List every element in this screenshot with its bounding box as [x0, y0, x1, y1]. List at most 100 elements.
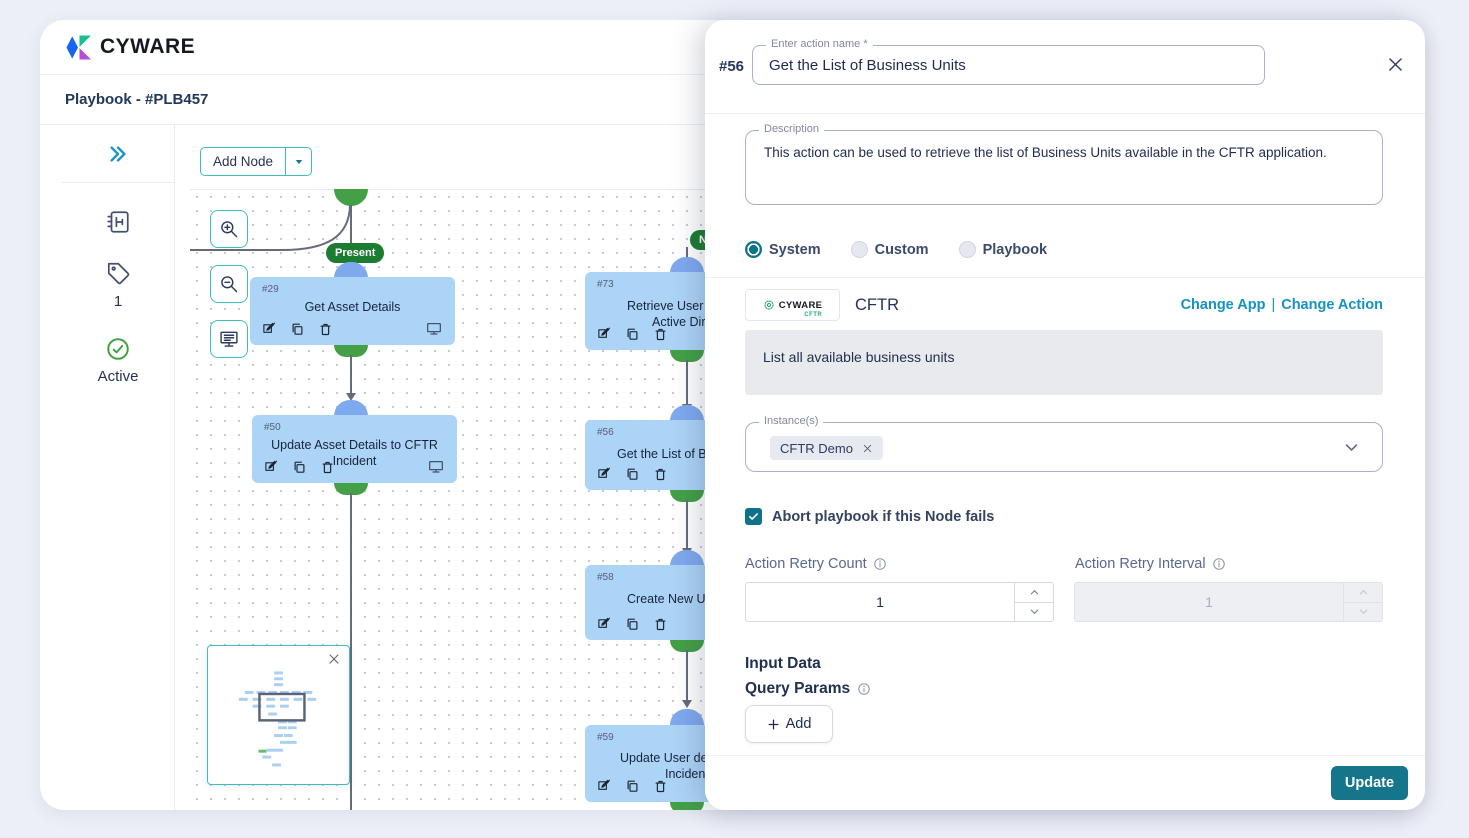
node73-input-port[interactable]: [670, 257, 704, 273]
edge-line: [686, 500, 688, 548]
copy-icon[interactable]: [292, 460, 307, 475]
instances-field[interactable]: Instance(s) CFTR Demo: [745, 415, 1383, 472]
action-type-radio-group: System Custom Playbook: [745, 241, 1047, 258]
node59-output-port[interactable]: [670, 802, 704, 810]
copy-icon[interactable]: [290, 322, 305, 337]
chevron-down-icon[interactable]: [1343, 439, 1360, 456]
rail-collapse-button[interactable]: [62, 125, 174, 183]
node-id: #56: [597, 427, 614, 438]
chip-remove-icon[interactable]: [862, 443, 873, 454]
retry-interval-input: 1: [1074, 582, 1383, 622]
edit-icon[interactable]: [597, 327, 612, 342]
retry-count-input[interactable]: 1: [745, 582, 1054, 622]
node58-output-port[interactable]: [670, 640, 704, 652]
edit-icon[interactable]: [264, 460, 279, 475]
plus-icon: [767, 718, 780, 731]
delete-icon[interactable]: [318, 322, 333, 337]
delete-icon[interactable]: [653, 617, 668, 632]
add-node-label: Add Node: [213, 154, 274, 169]
stepper-up-icon: [1344, 583, 1382, 602]
edge-line: [686, 650, 688, 700]
node-50[interactable]: #50 Update Asset Details to CFTR Inciden…: [252, 415, 457, 483]
delete-icon[interactable]: [653, 467, 668, 482]
delete-icon[interactable]: [653, 327, 668, 342]
node-title: Update User deta: [620, 751, 718, 765]
delete-icon[interactable]: [320, 460, 335, 475]
node29-output-port[interactable]: [334, 345, 368, 357]
panel-node-id: #56: [719, 58, 745, 75]
copy-icon[interactable]: [625, 467, 640, 482]
edge-line: [350, 205, 352, 277]
minimap[interactable]: [207, 645, 350, 785]
copy-icon[interactable]: [625, 779, 640, 794]
change-app-link[interactable]: Change App: [1180, 297, 1266, 313]
instances-label: Instance(s): [759, 415, 824, 427]
rail-item-playbook-nodes[interactable]: [105, 209, 131, 235]
action-details-panel: #56 Enter action name * Get the List of …: [705, 20, 1425, 810]
stepper-up-icon[interactable]: [1015, 583, 1053, 602]
node50-input-port[interactable]: [334, 400, 368, 416]
stepper-down-icon[interactable]: [1015, 601, 1053, 622]
delete-icon[interactable]: [653, 779, 668, 794]
node29-input-port[interactable]: [334, 262, 368, 278]
node-29[interactable]: #29 Get Asset Details: [250, 277, 455, 345]
execution-log-button[interactable]: [210, 320, 248, 358]
change-action-link[interactable]: Change Action: [1281, 297, 1383, 313]
node-id: #58: [597, 572, 614, 583]
zoom-in-button[interactable]: [210, 210, 248, 248]
description-value: This action can be used to retrieve the …: [764, 145, 1327, 160]
abort-checkbox[interactable]: [745, 508, 762, 525]
add-query-param-button[interactable]: Add: [745, 705, 833, 743]
copy-icon[interactable]: [625, 327, 640, 342]
panel-close-icon[interactable]: [1386, 55, 1405, 74]
copy-icon[interactable]: [625, 617, 640, 632]
action-name-field[interactable]: Enter action name * Get the List of Busi…: [752, 38, 1265, 85]
rail-item-labels[interactable]: 1: [105, 261, 131, 310]
radio-playbook[interactable]: Playbook: [958, 241, 1047, 258]
app-name: CFTR: [855, 296, 899, 314]
node56-output-port[interactable]: [670, 490, 704, 502]
update-button[interactable]: Update: [1331, 766, 1408, 800]
info-icon[interactable]: [1212, 557, 1226, 571]
info-icon[interactable]: [873, 557, 887, 571]
edit-icon[interactable]: [597, 779, 612, 794]
description-field[interactable]: Description This action can be used to r…: [745, 123, 1383, 205]
edit-icon[interactable]: [262, 322, 277, 337]
edit-icon[interactable]: [597, 617, 612, 632]
edge-line: [350, 355, 352, 393]
source-port-top[interactable]: [334, 189, 368, 206]
minimap-close-icon[interactable]: [327, 652, 341, 666]
retry-count-value: 1: [876, 594, 884, 610]
node56-input-port[interactable]: [670, 405, 704, 421]
page-title: Playbook - #PLB457: [65, 91, 209, 108]
action-name-label: Enter action name *: [766, 38, 873, 50]
divider: [705, 113, 1425, 114]
instance-chip[interactable]: CFTR Demo: [770, 436, 883, 460]
input-data-title: Input Data: [745, 655, 821, 672]
node59-input-port[interactable]: [670, 709, 704, 725]
rail-item-status[interactable]: Active: [98, 336, 138, 385]
add-node-button[interactable]: Add Node: [200, 147, 313, 176]
node50-output-port[interactable]: [334, 483, 368, 495]
monitor-icon[interactable]: [425, 321, 443, 337]
retry-count-stepper: [1014, 583, 1053, 621]
zoom-out-button[interactable]: [210, 265, 248, 303]
radio-system[interactable]: System: [745, 241, 821, 258]
radio-custom[interactable]: Custom: [850, 241, 929, 258]
radio-system-label: System: [769, 241, 821, 258]
action-summary-text: List all available business units: [763, 349, 955, 365]
cftr-logo-sub: CFTR: [804, 311, 823, 318]
retry-interval-stepper: [1343, 583, 1382, 621]
node58-input-port[interactable]: [670, 550, 704, 566]
monitor-icon[interactable]: [427, 459, 445, 475]
node-title-line2: Incident: [332, 454, 377, 468]
stepper-down-icon: [1344, 601, 1382, 622]
node73-output-port[interactable]: [670, 350, 704, 362]
app-logo-box: CYWARE CFTR: [745, 289, 840, 321]
node-title-line2: Inciden: [665, 767, 706, 781]
info-icon[interactable]: [857, 682, 871, 696]
add-node-caret[interactable]: [285, 148, 311, 175]
node-title: Get Asset Details: [304, 300, 401, 314]
left-rail: 1 Active: [62, 125, 175, 810]
edit-icon[interactable]: [597, 467, 612, 482]
